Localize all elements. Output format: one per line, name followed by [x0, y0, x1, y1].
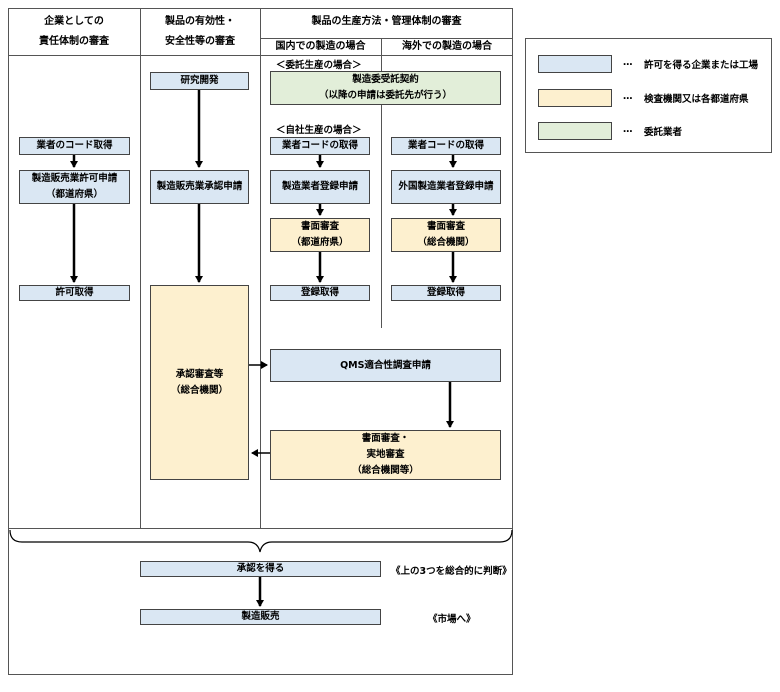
legend-label-company: 許可を得る企業または工場	[644, 60, 759, 71]
col1-header-line1: 企業としての	[44, 16, 104, 27]
ovs-doc-review-line1: 書面審査	[426, 221, 465, 232]
col1-license-apply-line1: 製造販売業許可申請	[31, 173, 118, 184]
col2-approval-apply-box: 製造販売業承認申請	[150, 170, 249, 204]
col1-license-get-box: 許可取得	[19, 285, 130, 301]
col2-approval-apply-label: 製造販売業承認申請	[156, 181, 243, 192]
column-divider-3	[381, 38, 382, 328]
approval-box: 承認を得る	[140, 561, 381, 577]
ovs-reg-get-box: 登録取得	[391, 285, 501, 301]
qms-apply-label: QMS適合性調査申請	[340, 359, 431, 371]
subheader-divider	[260, 38, 513, 39]
ovs-code-label: 業者コードの取得	[407, 140, 484, 151]
inspection-line3: （総合機関等）	[352, 465, 419, 476]
ovs-doc-review-box: 書面審査 （総合機関）	[391, 218, 501, 252]
dom-reg-get-label: 登録取得	[300, 287, 339, 298]
inspection-box: 書面審査・ 実地審査 （総合機関等）	[270, 430, 501, 480]
col2-rd-label: 研究開発	[180, 75, 219, 86]
dom-doc-review-line1: 書面審査	[300, 221, 339, 232]
qms-apply-box: QMS適合性調査申請	[270, 349, 501, 382]
ovs-code-box: 業者コードの取得	[391, 137, 501, 155]
col1-license-apply-line2: （都道府県）	[45, 189, 103, 200]
sales-label: 製造販売	[241, 611, 280, 622]
col2-rd-box: 研究開発	[150, 72, 249, 90]
approval-label: 承認を得る	[236, 563, 285, 574]
inspection-line1: 書面審査・	[361, 433, 410, 444]
legend-swatch-inspection	[538, 89, 612, 107]
legend-box: … 許可を得る企業または工場 … 検査機関又は各都道府県 … 委託業者	[525, 38, 772, 153]
dom-reg-apply-box: 製造業者登録申請	[270, 170, 370, 204]
col3-domestic-header: 国内での製造の場合	[275, 41, 366, 52]
col1-header-line2: 責任体制の審査	[39, 36, 109, 47]
ovs-reg-apply-box: 外国製造業者登録申請	[391, 170, 501, 204]
sales-box: 製造販売	[140, 609, 381, 625]
sales-note: 《市場へ》	[428, 614, 476, 625]
col2-review-line1: 承認審査等	[175, 368, 224, 380]
col2-review-line2: （総合機関）	[170, 384, 228, 396]
ovs-reg-apply-label: 外国製造業者登録申請	[398, 181, 494, 192]
col2-header-line1: 製品の有効性・	[165, 16, 235, 27]
dom-reg-apply-label: 製造業者登録申請	[281, 181, 358, 192]
col2-header-line2: 安全性等の審査	[165, 36, 235, 47]
contract-line2: （以降の申請は委託先が行う）	[318, 90, 452, 101]
dom-doc-review-line2: （都道府県）	[291, 237, 349, 248]
inhouse-note: ＜自社生産の場合＞	[276, 125, 362, 136]
summary-brace	[9, 529, 513, 553]
legend-dots-inspection: …	[623, 91, 633, 102]
legend-swatch-company	[538, 55, 612, 73]
outsource-note: ＜委託生産の場合＞	[276, 60, 362, 71]
col1-code-box: 業者のコード取得	[19, 137, 130, 155]
dom-code-box: 業者コードの取得	[270, 137, 370, 155]
col1-code-label: 業者のコード取得	[36, 140, 113, 151]
col1-header: 企業としての 責任体制の審査	[8, 12, 140, 52]
contract-line1: 製造委受託契約	[352, 74, 419, 85]
approval-note: 《上の3つを総合的に判断》	[391, 566, 512, 577]
col1-license-get-label: 許可取得	[55, 287, 94, 298]
column-divider-2	[260, 8, 261, 528]
dom-code-label: 業者コードの取得	[281, 140, 358, 151]
dom-doc-review-box: 書面審査 （都道府県）	[270, 218, 370, 252]
col3-overseas-header: 海外での製造の場合	[402, 41, 492, 52]
legend-label-contractor: 委託業者	[644, 127, 683, 138]
col1-license-apply-box: 製造販売業許可申請 （都道府県）	[19, 170, 130, 204]
legend-dots-company: …	[623, 57, 633, 68]
column-divider-1	[140, 8, 141, 528]
col3-header: 製品の生産方法・管理体制の審査	[311, 16, 462, 27]
contract-box: 製造委受託契約 （以降の申請は委託先が行う）	[270, 71, 501, 105]
columns-bottom-line	[8, 528, 513, 529]
col2-header: 製品の有効性・ 安全性等の審査	[140, 12, 260, 52]
ovs-reg-get-label: 登録取得	[426, 287, 465, 298]
ovs-doc-review-line2: （総合機関）	[417, 237, 475, 248]
inspection-line2: 実地審査	[366, 449, 405, 460]
legend-swatch-contractor	[538, 122, 612, 140]
col2-review-box: 承認審査等 （総合機関）	[150, 285, 249, 480]
legend-dots-contractor: …	[623, 124, 633, 135]
legend-label-inspection: 検査機関又は各都道府県	[644, 94, 749, 105]
dom-reg-get-box: 登録取得	[270, 285, 370, 301]
